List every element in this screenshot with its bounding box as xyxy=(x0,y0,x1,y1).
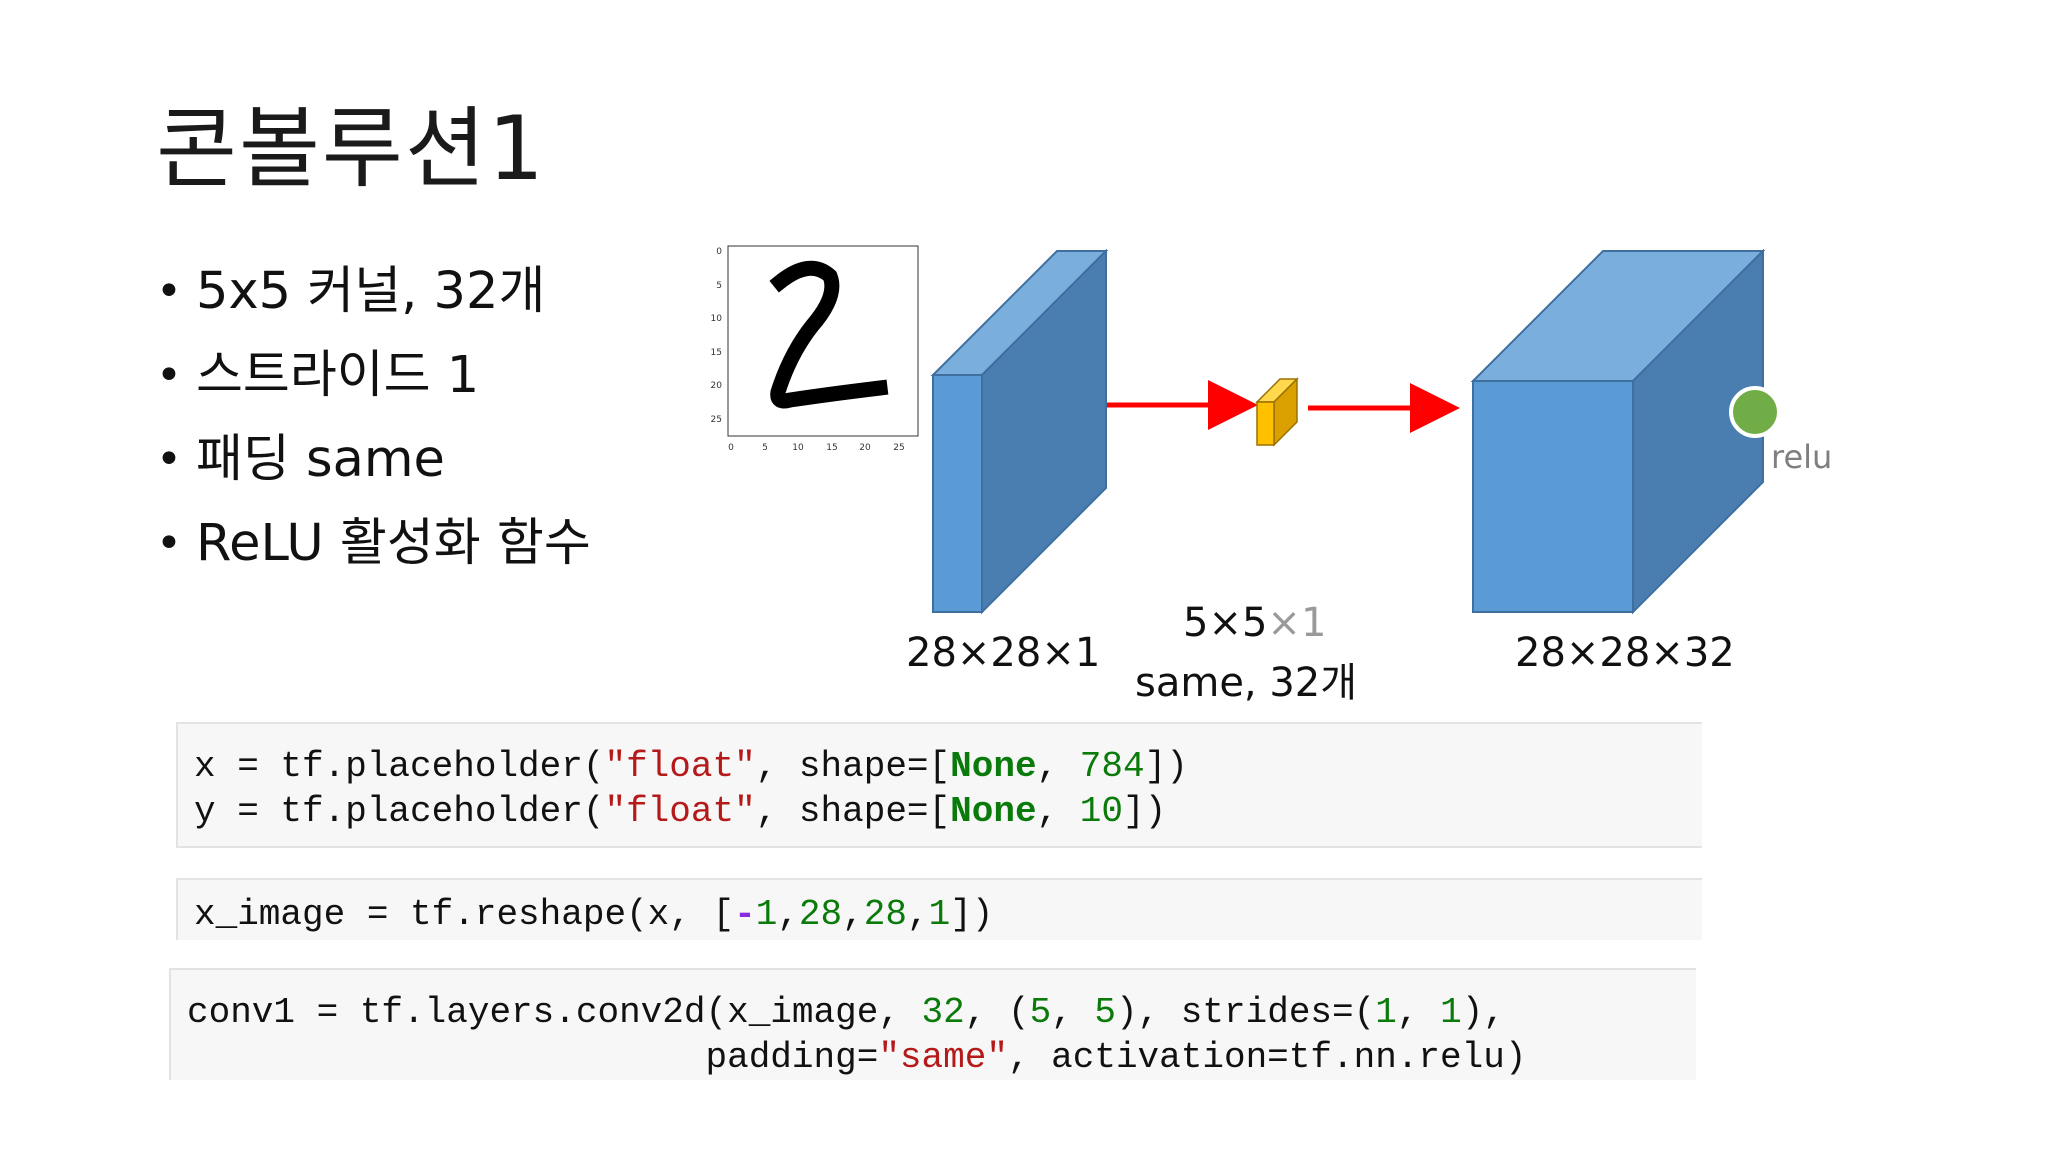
y-tick: 0 xyxy=(716,247,722,257)
input-volume xyxy=(930,248,1109,615)
relu-activation-dot xyxy=(1729,386,1781,438)
output-dim-label: 28×28×32 xyxy=(1515,630,1735,676)
y-tick: 15 xyxy=(711,348,722,358)
output-volume xyxy=(1470,248,1766,615)
mnist-digit-plot: 0 5 10 15 20 25 0 5 10 15 20 25 xyxy=(711,245,919,453)
code-cell-reshape[interactable]: x_image = tf.reshape(x, [-1,28,28,1]) xyxy=(176,878,1702,940)
bullet-list: 5x5 커널, 32개 스트라이드 1 패딩 same ReLU 활성화 함수 xyxy=(150,250,591,586)
x-tick: 15 xyxy=(826,443,837,453)
x-tick: 25 xyxy=(893,443,904,453)
code-cell-placeholders[interactable]: x = tf.placeholder("float", shape=[None,… xyxy=(176,722,1702,848)
kernel-depth-label: ×1 xyxy=(1267,600,1327,646)
code-line: x_image = tf.reshape(x, [-1,28,28,1]) xyxy=(194,894,994,935)
code-line: y = tf.placeholder("float", shape=[None,… xyxy=(194,791,1167,832)
bullet-item: 패딩 same xyxy=(150,418,591,502)
slide-title: 콘볼루션1 xyxy=(156,97,546,200)
input-dim-label: 28×28×1 xyxy=(906,630,1101,676)
y-tick: 10 xyxy=(711,314,723,324)
kernel-cube xyxy=(1255,377,1299,447)
kernel-dim-label: 5×5×1 xyxy=(1183,600,1327,646)
y-tick: 5 xyxy=(716,281,722,291)
handwritten-two-digit xyxy=(769,260,889,409)
x-tick: 5 xyxy=(762,443,768,453)
code-cell-conv1[interactable]: conv1 = tf.layers.conv2d(x_image, 32, (5… xyxy=(169,968,1696,1080)
kernel-config-label: same, 32개 xyxy=(1135,660,1358,706)
code-line: x = tf.placeholder("float", shape=[None,… xyxy=(194,746,1188,787)
x-tick: 0 xyxy=(728,443,734,453)
code-line: conv1 = tf.layers.conv2d(x_image, 32, (5… xyxy=(187,992,1505,1033)
y-tick: 25 xyxy=(711,415,722,425)
x-tick: 20 xyxy=(859,443,871,453)
code-line: padding="same", activation=tf.nn.relu) xyxy=(187,1037,1527,1078)
bullet-item: 5x5 커널, 32개 xyxy=(150,250,591,334)
bullet-item: 스트라이드 1 xyxy=(150,334,591,418)
x-tick: 10 xyxy=(792,443,804,453)
bullet-item: ReLU 활성화 함수 xyxy=(150,502,591,586)
y-tick: 20 xyxy=(711,381,723,391)
relu-label: relu xyxy=(1771,438,1833,476)
